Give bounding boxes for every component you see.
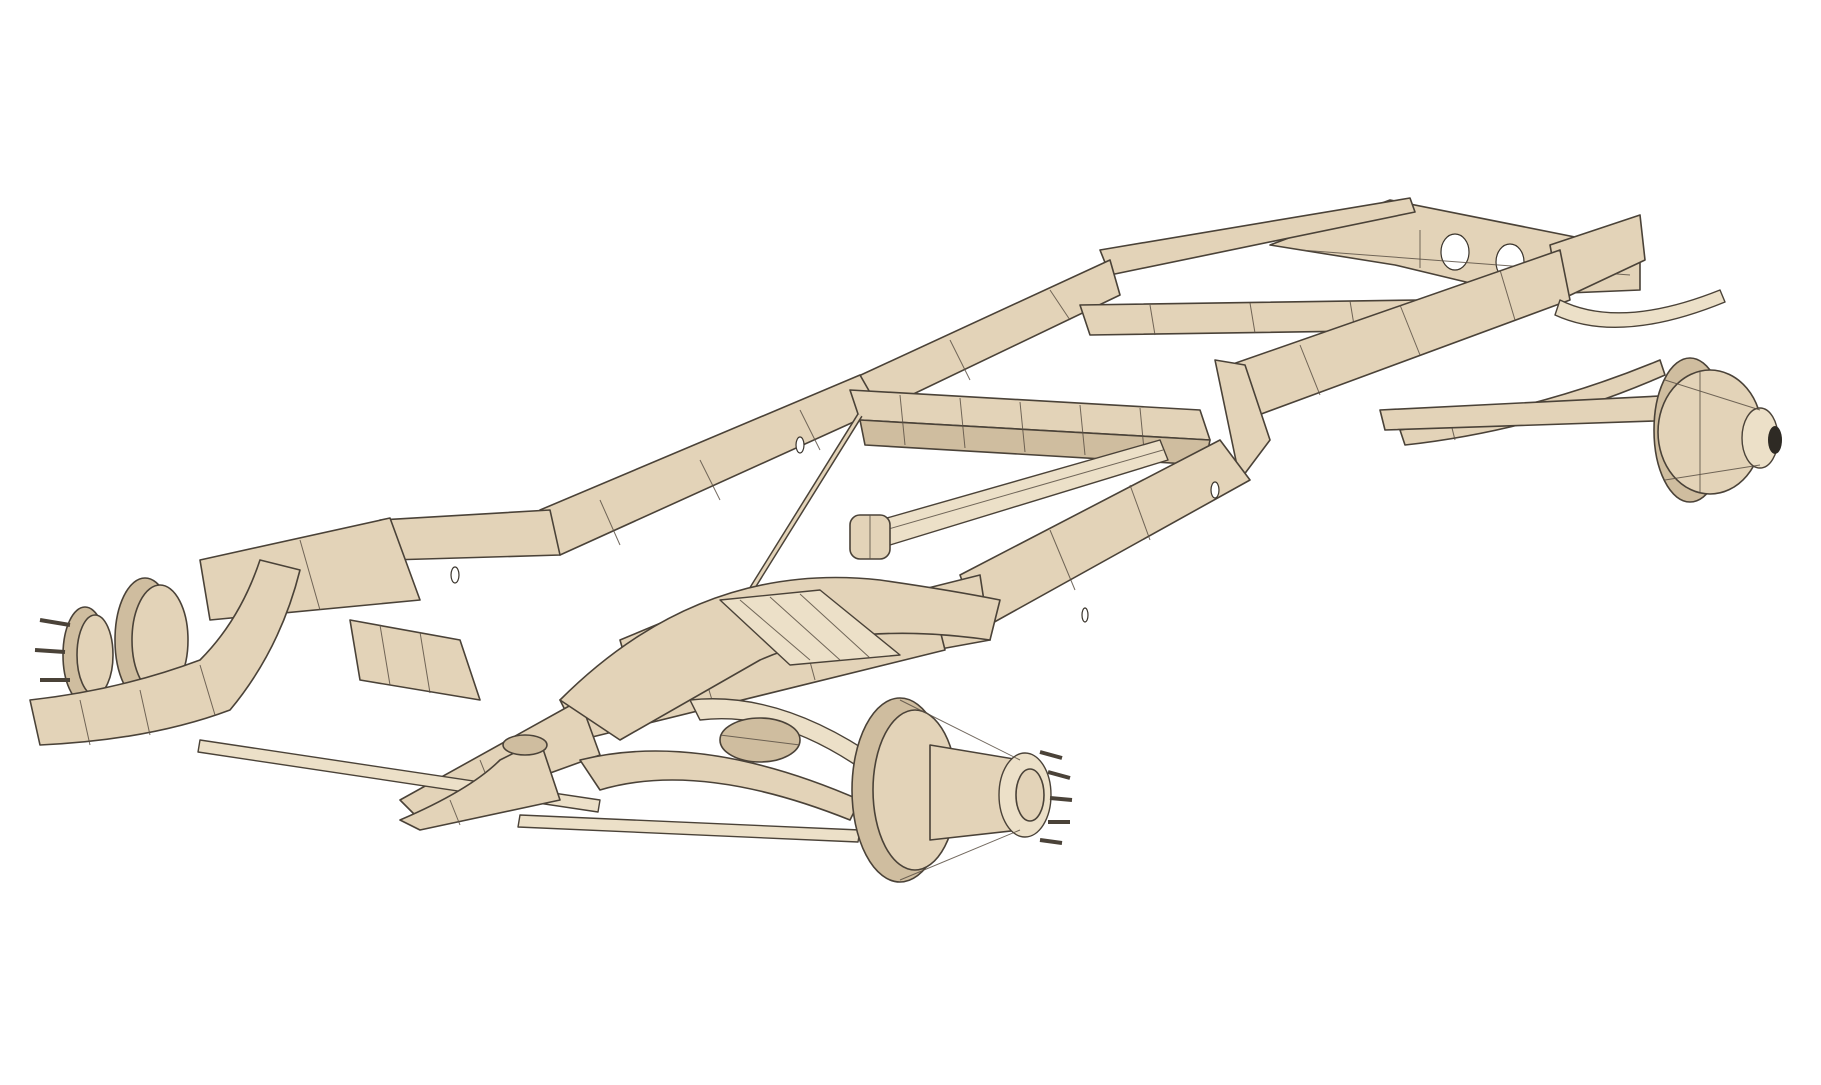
rear-brake-drum xyxy=(1379,357,1782,503)
front-wheel-hub-left xyxy=(34,577,189,704)
control-arms xyxy=(579,698,881,821)
frame-horn-left xyxy=(29,559,301,746)
front-wheel-hub-right xyxy=(851,697,1073,883)
driveshaft xyxy=(849,439,1169,560)
frame-rail-left xyxy=(199,197,1416,621)
frame-horn-right xyxy=(399,734,561,831)
crossmember-front xyxy=(559,576,1001,741)
engine-mount xyxy=(349,619,481,701)
